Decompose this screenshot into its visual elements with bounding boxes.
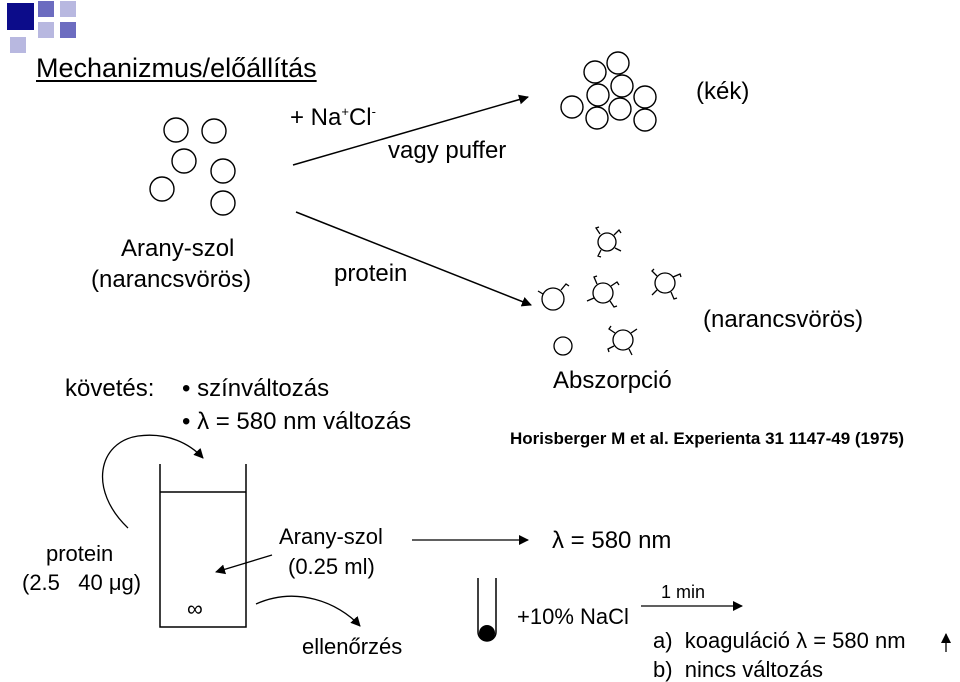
sol-color-label: (narancsvörös) <box>91 266 252 293</box>
arrow-tracking-to-beaker <box>101 434 204 529</box>
sol-name-label: Arany-szol <box>121 235 235 262</box>
buffer-alternative-label: vagy puffer <box>388 137 507 164</box>
aggregate-color-label: (kék) <box>696 78 750 105</box>
sol-volume-label: (0.25 ml) <box>288 554 375 579</box>
arrow-sol-to-beaker <box>215 554 273 575</box>
page-title: Mechanizmus/előállítás <box>36 53 317 83</box>
particle <box>210 190 236 216</box>
reference-citation: Horisberger M et al. Experienta 31 1147-… <box>510 429 905 448</box>
corner-square-dark <box>7 3 34 30</box>
particle <box>163 117 189 143</box>
corner-square-light <box>38 22 54 38</box>
beaker <box>159 464 247 628</box>
sol-volume-name-label: Arany-szol <box>279 524 383 549</box>
tracking-label: követés: <box>65 375 155 402</box>
absorption-label: Abszorpció <box>553 367 672 394</box>
aggregated-particles <box>560 51 657 132</box>
result-b-label: b) nincs változás <box>653 657 823 682</box>
test-tube <box>477 578 497 642</box>
corner-square-light <box>60 1 76 17</box>
salt-reagent-label: + Na+Cl- <box>290 104 376 131</box>
tracking-bullet-color-change: • színváltozás <box>182 375 330 402</box>
time-label: 1 min <box>661 582 706 602</box>
particle <box>149 176 175 202</box>
protein-coated-particles <box>537 226 682 356</box>
particle <box>210 158 236 184</box>
arrow-protein-reaction <box>295 211 532 307</box>
result-a-label: a) koaguláció λ = 580 nm <box>653 628 906 653</box>
protein-reagent-label: protein <box>334 260 408 287</box>
corner-square-mid <box>38 1 54 17</box>
magnetic-stirrer-icon: ∞ <box>187 596 203 621</box>
corner-square-light <box>10 37 26 53</box>
tracking-bullet-wavelength-change: • λ = 580 nm változás <box>182 408 412 435</box>
coated-color-label: (narancsvörös) <box>703 306 864 333</box>
particle <box>171 148 197 174</box>
gold-sol-particles <box>149 117 236 216</box>
protein-amount-label: (2.5 40 μg) <box>22 570 142 595</box>
arrow-salt-reaction <box>292 94 529 166</box>
protein-label: protein <box>46 541 114 566</box>
particle <box>201 118 227 144</box>
salt-addition-label: +10% NaCl <box>517 604 629 629</box>
wavelength-label: λ = 580 nm <box>552 527 672 554</box>
arrow-control <box>255 595 361 627</box>
control-label: ellenőrzés <box>302 634 403 659</box>
corner-square-mid <box>60 22 76 38</box>
